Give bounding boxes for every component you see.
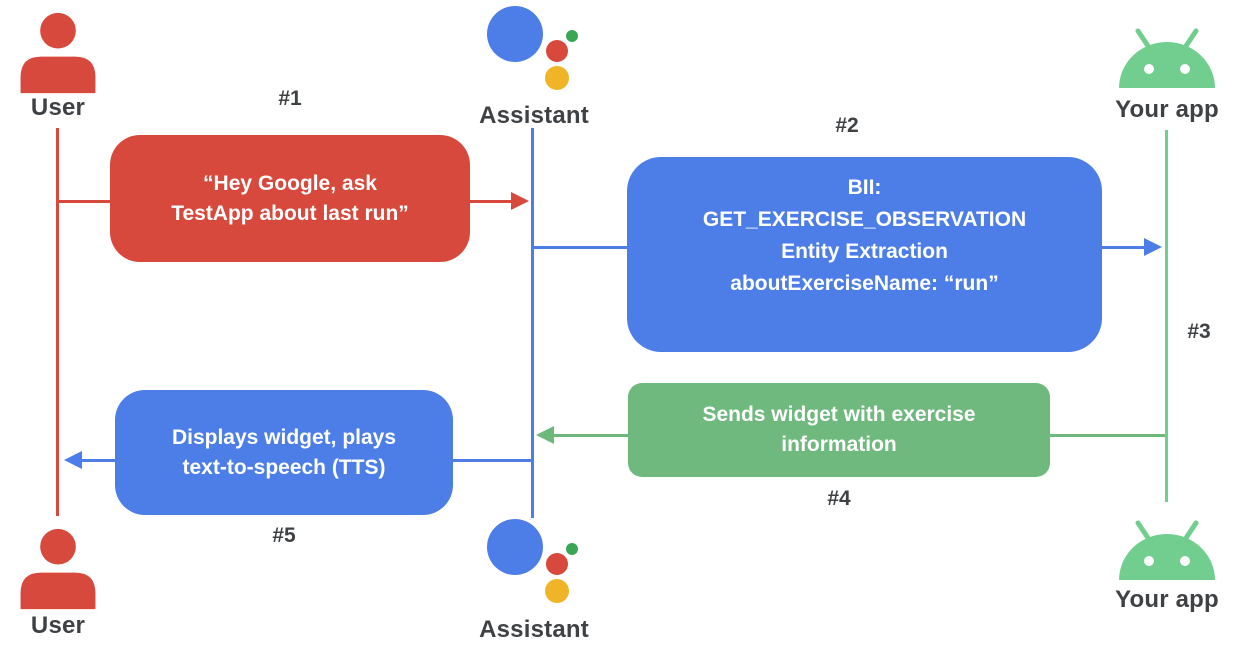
step4-connector-left: [554, 434, 628, 437]
assistant-label-top: Assistant: [479, 102, 589, 129]
google-assistant-icon: [486, 5, 586, 93]
step5-arrowhead-icon: [64, 451, 82, 469]
message-box-step4: Sends widget with exercise information: [628, 383, 1050, 477]
step1-arrowhead-icon: [511, 192, 529, 210]
step2-arrowhead-icon: [1144, 238, 1162, 256]
step4-message-text: Sends widget with exercise information: [702, 403, 976, 456]
user-label-top: User: [30, 94, 86, 121]
step2-connector-left: [533, 246, 627, 249]
step1-message-text: “Hey Google, ask TestApp about last run”: [171, 171, 409, 225]
app-lifeline: [1165, 130, 1168, 502]
step-number-5: #5: [272, 524, 296, 547]
step-number-3: #3: [1187, 320, 1211, 343]
step-number-2: #2: [835, 114, 859, 137]
app-label-bottom: Your app: [1115, 586, 1219, 613]
step4-connector-right: [1050, 434, 1165, 437]
person-icon: [15, 528, 101, 610]
step4-arrowhead-icon: [536, 426, 554, 444]
step1-connector-right: [470, 200, 513, 203]
user-lifeline: [56, 128, 59, 516]
step5-message-text: Displays widget, plays text-to-speech (T…: [171, 425, 397, 479]
step-number-1: #1: [278, 87, 302, 110]
person-icon: [15, 12, 101, 94]
android-icon: [1113, 26, 1221, 90]
message-box-step5: Displays widget, plays text-to-speech (T…: [115, 390, 453, 515]
step2-message-text: BII: GET_EXERCISE_OBSERVATION Entity Ext…: [702, 175, 1027, 295]
message-box-step1: “Hey Google, ask TestApp about last run”: [110, 135, 470, 262]
message-box-step2: BII: GET_EXERCISE_OBSERVATION Entity Ext…: [627, 157, 1102, 352]
assistant-lifeline: [531, 128, 534, 518]
assistant-label-bottom: Assistant: [479, 616, 589, 643]
step5-connector-left: [82, 459, 115, 462]
user-label-bottom: User: [30, 612, 86, 639]
app-label-top: Your app: [1115, 96, 1219, 123]
step1-connector-left: [56, 200, 110, 203]
step-number-4: #4: [827, 487, 851, 510]
step5-connector-right: [453, 459, 531, 462]
step2-connector-right: [1102, 246, 1145, 249]
android-icon: [1113, 518, 1221, 582]
google-assistant-icon: [486, 518, 586, 606]
